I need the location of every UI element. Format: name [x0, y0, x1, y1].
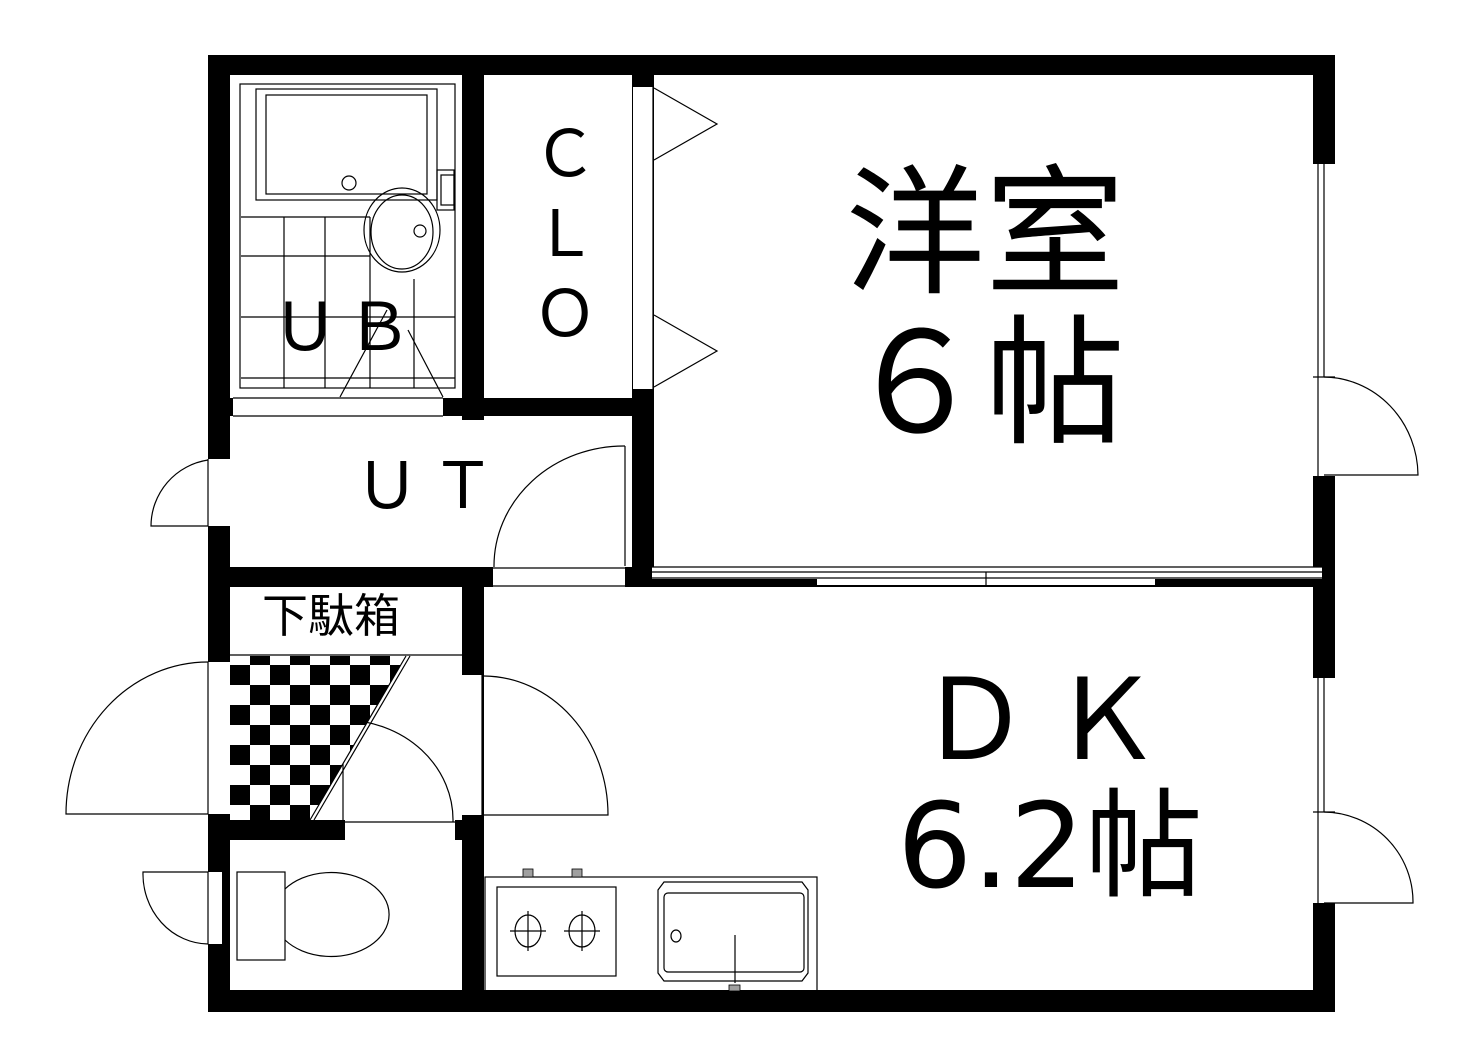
western-room-name: 洋室	[844, 153, 1125, 316]
burner-right-icon	[564, 911, 600, 951]
shoe-box-label: 下駄箱	[262, 589, 400, 643]
kitchen-counter	[484, 868, 818, 992]
western-room-label: 洋室 ６帖	[820, 160, 1150, 460]
closet-label: Ｃ Ｌ Ｏ	[530, 115, 600, 355]
western-room-size: ６帖	[844, 303, 1125, 466]
utility-label: ＵＴ	[355, 450, 507, 524]
closet-label-l: Ｌ	[533, 198, 597, 272]
burner-left-icon	[510, 911, 546, 951]
unit-bath-label: ＵＢ	[272, 289, 420, 366]
closet-label-c: Ｃ	[533, 118, 597, 192]
entrance-tile	[230, 654, 462, 821]
openings	[207, 87, 1335, 944]
door-swings	[65, 87, 1419, 945]
dining-kitchen-size: 6.2帖	[897, 777, 1203, 915]
toilet-fixture	[236, 871, 390, 961]
dining-kitchen-label: ＤＫ 6.2帖	[860, 665, 1240, 905]
unit-bath-fixtures	[239, 83, 456, 398]
dining-kitchen-name: ＤＫ	[918, 656, 1182, 786]
closet-label-o: Ｏ	[533, 278, 597, 352]
